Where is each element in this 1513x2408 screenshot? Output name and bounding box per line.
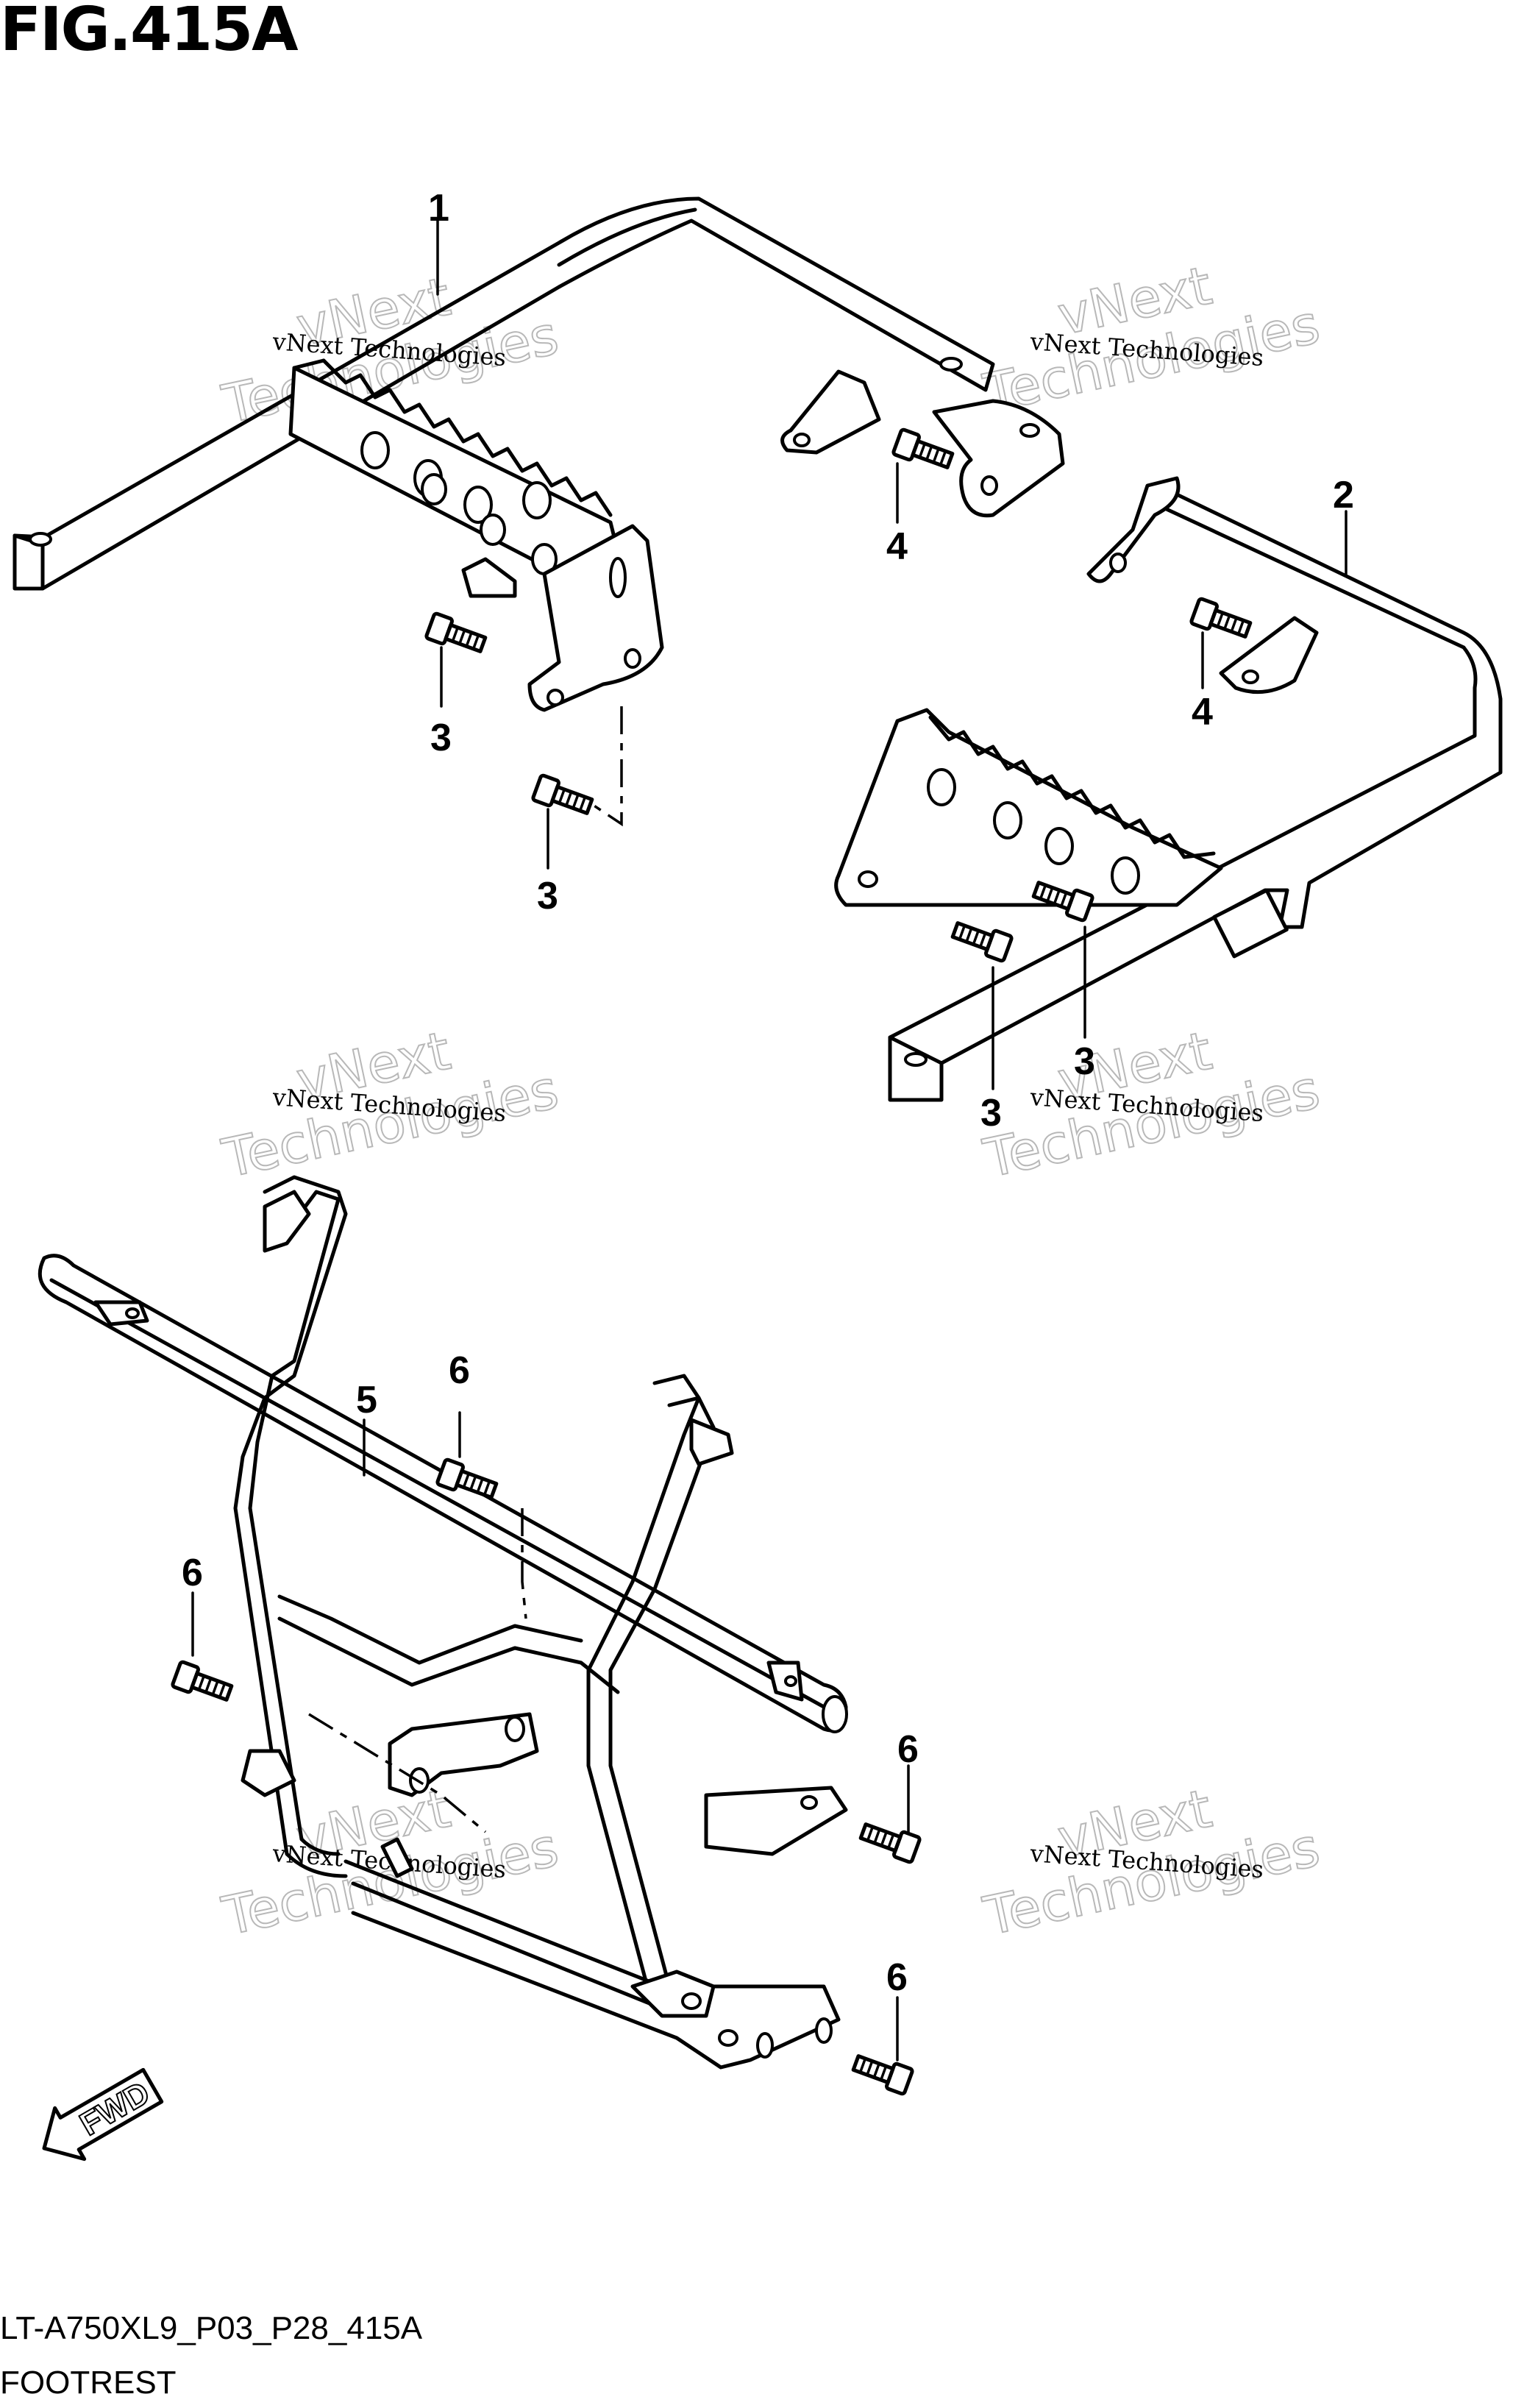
bolt-6-a[interactable] <box>435 1457 499 1503</box>
callout-3: 3 <box>1074 1040 1095 1083</box>
bolt-6-c[interactable] <box>858 1819 922 1864</box>
callout-1: 1 <box>428 187 449 230</box>
bolt-3-d[interactable] <box>950 917 1014 963</box>
bolt-group <box>171 427 1253 2096</box>
watermark-mid-left: Technologies vNext vNext Technologies <box>216 1019 564 1190</box>
footrest-right-frame[interactable] <box>834 476 1503 1102</box>
bolt-4-upper[interactable] <box>891 427 955 473</box>
bolt-6-d[interactable] <box>851 2050 914 2096</box>
bolt-4-lower[interactable] <box>1189 597 1253 642</box>
callout-6: 6 <box>449 1349 470 1392</box>
callout-6: 6 <box>897 1728 919 1771</box>
figure-title: FIG.415A <box>0 0 299 65</box>
bolt-6-b[interactable] <box>171 1660 234 1705</box>
watermark-top-right: Technologies vNext vNext Technologies <box>978 254 1325 425</box>
bolt-3-c[interactable] <box>1031 877 1094 923</box>
front-bar[interactable] <box>38 1175 848 2070</box>
bolt-3-a[interactable] <box>424 611 488 657</box>
callout-3: 3 <box>537 875 558 917</box>
watermark-mid-right: Technologies vNext vNext Technologies <box>978 1019 1325 1190</box>
callout-5: 5 <box>356 1379 377 1421</box>
arrow-forward-icon: FWD <box>42 2067 164 2162</box>
callout-4: 4 <box>886 525 908 568</box>
callout-3: 3 <box>430 717 452 759</box>
figure-code: LT-A750XL9_P03_P28_415A <box>0 2310 423 2346</box>
figure-name: FOOTREST <box>0 2365 177 2401</box>
watermark-bottom-right: Technologies vNext vNext Technologies <box>978 1777 1325 1948</box>
callout-numbers: 1 2 3 3 3 3 4 4 5 6 6 6 6 <box>182 187 1354 1999</box>
callout-3: 3 <box>980 1092 1002 1134</box>
leader-lines <box>191 219 1348 2061</box>
callout-4: 4 <box>1192 691 1213 734</box>
callout-2: 2 <box>1333 474 1354 516</box>
footrest-left-frame[interactable] <box>13 196 1065 712</box>
callout-6: 6 <box>182 1552 203 1594</box>
bolt-3-b[interactable] <box>531 773 594 819</box>
callout-6: 6 <box>886 1956 908 1999</box>
